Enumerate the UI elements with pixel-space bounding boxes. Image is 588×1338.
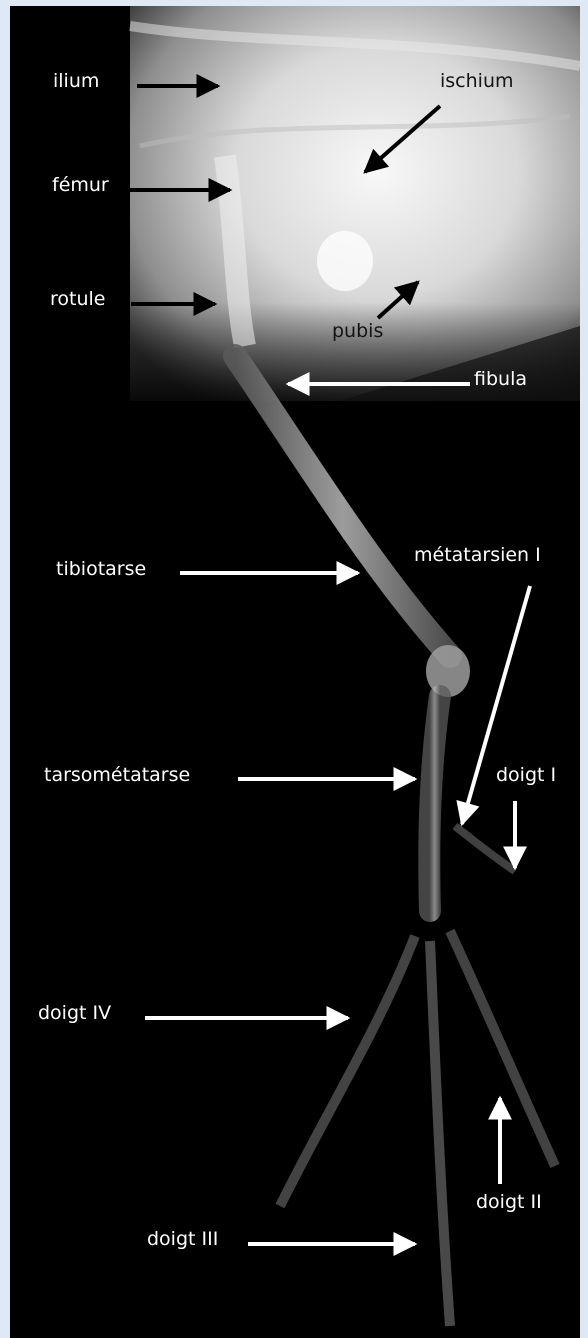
label-ilium: ilium — [53, 70, 99, 92]
label-tarsometatarse: tarsométatarse — [44, 764, 190, 786]
label-ischium: ischium — [440, 70, 514, 92]
label-pubis: pubis — [332, 320, 383, 342]
label-metatarsien: métatarsien I — [414, 544, 541, 566]
label-doigt3: doigt III — [147, 1228, 218, 1250]
label-doigt2: doigt II — [476, 1191, 542, 1213]
label-doigt4: doigt IV — [38, 1002, 111, 1024]
label-tibiotarse: tibiotarse — [56, 558, 146, 580]
label-rotule: rotule — [50, 288, 105, 310]
label-fibula: fibula — [474, 368, 527, 390]
label-femur: fémur — [52, 174, 109, 196]
bird-leg-xray — [10, 6, 580, 1338]
label-doigt1: doigt I — [496, 764, 556, 786]
